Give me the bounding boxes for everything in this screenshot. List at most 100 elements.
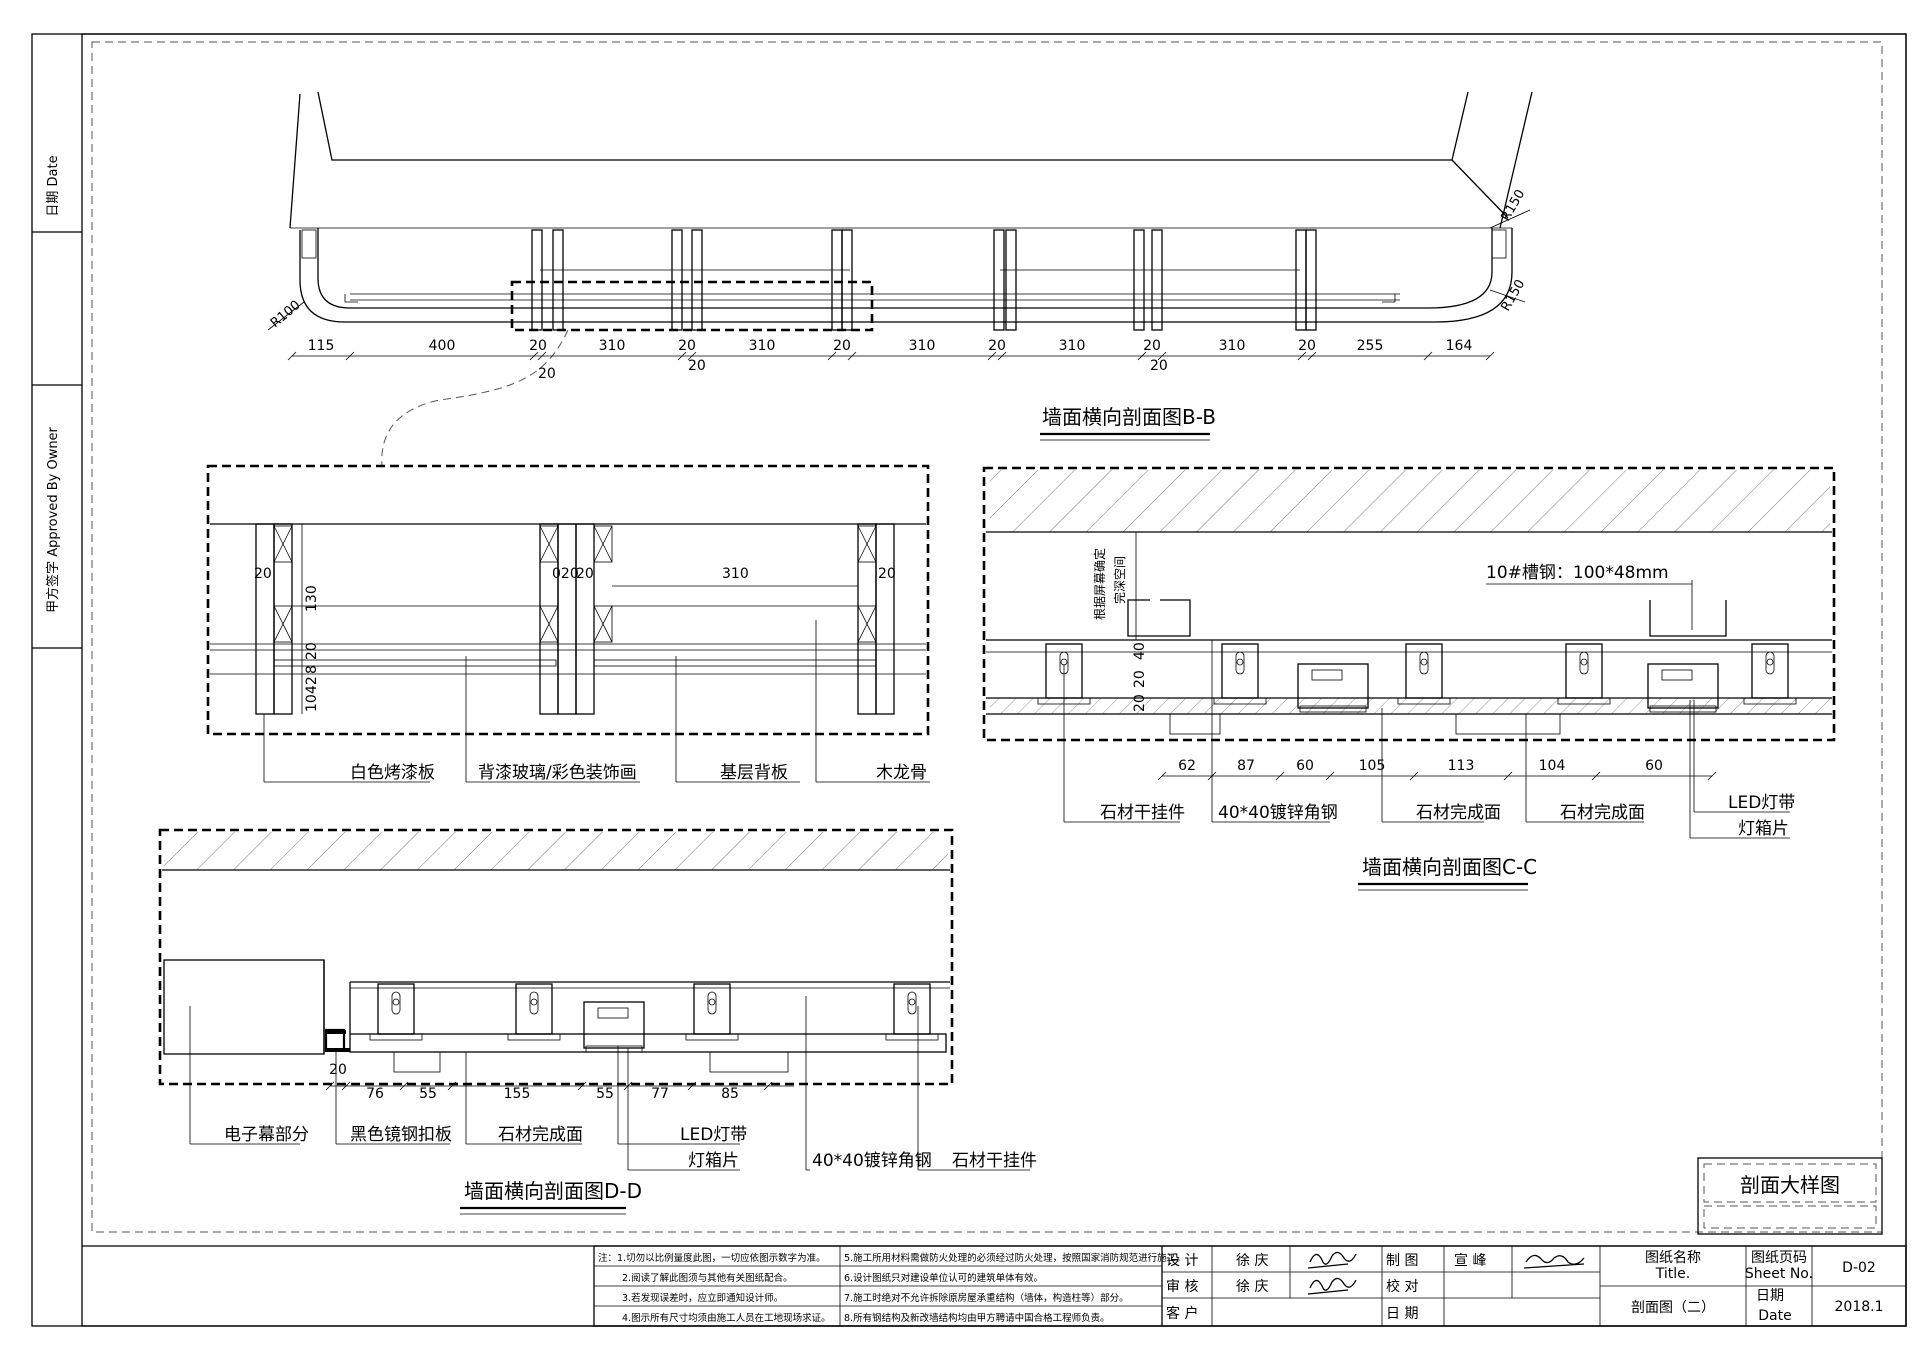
cc-dim: 87	[1237, 758, 1255, 774]
dd-dim: 85	[721, 1086, 739, 1102]
cc-label-led: LED灯带	[1728, 793, 1795, 813]
tb-sheet-cn: 图纸页码	[1751, 1250, 1807, 1266]
dt-dim-020: 020	[552, 566, 579, 582]
cc-dim: 62	[1178, 758, 1196, 774]
dd-label-hanger: 石材干挂件	[952, 1151, 1037, 1171]
dd-tick	[577, 1081, 587, 1091]
dt-dim-10: 10	[304, 694, 320, 712]
title-block: 注：1.切勿以比例量度此图，一切应依图示数字为准。 2.阅读了解此图须与其他有关…	[82, 1245, 1907, 1327]
bb-dim: 20	[529, 338, 547, 354]
dd-label-mirror: 黑色镜钢扣板	[350, 1125, 452, 1145]
cc-tick	[1275, 771, 1285, 781]
dd-tick	[763, 1081, 773, 1091]
dd-label-screen: 电子幕部分	[224, 1125, 309, 1145]
dt-dim-130: 130	[304, 585, 320, 612]
bb-tick	[1307, 351, 1317, 361]
dt-dim-20a: 20	[254, 566, 272, 582]
detail-bb: 20 020 20 310 20 130 20 8 42 10 白色烤漆板 背漆…	[206, 464, 930, 783]
tb-client-label: 客 户	[1166, 1305, 1198, 1322]
dd-dim: 55	[419, 1086, 437, 1102]
cc-dim-20b: 20	[1132, 694, 1148, 712]
label-wood-keel: 木龙骨	[876, 763, 927, 783]
stone-hanger	[1213, 643, 1267, 705]
bb-dim: 310	[599, 338, 626, 354]
bb-dim: 310	[1219, 338, 1246, 354]
dt-dim-42: 42	[304, 676, 320, 694]
dd-dim: 76	[366, 1086, 384, 1102]
dd-title: 墙面横向剖面图D-D	[464, 1179, 642, 1203]
label-base-board: 基层背板	[720, 763, 788, 783]
tb-date2-cn: 日期	[1756, 1288, 1784, 1304]
note-7: 7.施工时绝对不允许拆除原房屋承重结构（墙体，构造柱等）部分。	[844, 1292, 1129, 1304]
cc-label-hanger: 石材干挂件	[1100, 803, 1185, 823]
cc-tick	[1503, 771, 1513, 781]
dd-tick	[399, 1081, 409, 1091]
cc-dim: 60	[1296, 758, 1314, 774]
bb-tick	[987, 351, 997, 361]
tb-date-label: 日 期	[1386, 1306, 1418, 1322]
bb-tick	[287, 351, 297, 361]
dd-dim: 55	[596, 1086, 614, 1102]
note-5: 5.施工所用材料需做防火处理的必须经过防火处理，按照国家消防规范进行施工。	[844, 1252, 1186, 1264]
bb-dim: 115	[308, 338, 335, 354]
stone-hanger	[1557, 643, 1611, 705]
bb-tick	[1137, 351, 1147, 361]
dd-tick	[341, 1081, 351, 1091]
cc-vertical-note-2: 完深空间	[1112, 556, 1127, 604]
dt-dim-20b: 20	[576, 566, 594, 582]
dt-dim-20c: 20	[878, 566, 896, 582]
bb-tick	[997, 351, 1007, 361]
signature-review	[1307, 1277, 1357, 1295]
tb-review-name: 徐 庆	[1236, 1279, 1268, 1295]
bb-dim-lower-2: 20	[688, 358, 706, 374]
label-white-panel: 白色烤漆板	[350, 763, 435, 783]
stamp-text: 剖面大样图	[1740, 1173, 1840, 1197]
cc-channel-note: 10#槽钢：100*48mm	[1486, 563, 1669, 583]
tb-sheet-value: D-02	[1842, 1260, 1876, 1276]
tb-title-en: Title.	[1655, 1266, 1690, 1282]
bb-tick	[847, 351, 857, 361]
tb-check-label: 校 对	[1386, 1278, 1418, 1295]
bb-radius-left: R100	[268, 298, 304, 331]
bb-tick	[1485, 351, 1495, 361]
dd-tick	[325, 1081, 335, 1091]
note-6: 6.设计图纸只对建设单位认可的建筑单体有效。	[844, 1272, 1043, 1284]
dd-label-stone: 石材完成面	[498, 1125, 583, 1145]
dd-dim: 20	[329, 1062, 347, 1078]
bb-dim: 20	[833, 338, 851, 354]
tb-date-value: 2018.1	[1835, 1299, 1884, 1315]
dd-tick	[447, 1081, 457, 1091]
note-8: 8.所有钢结构及新改墙结构均由甲方聘请中国合格工程师负责。	[844, 1312, 1110, 1324]
bb-radius-rb: R150	[1498, 277, 1528, 314]
tb-design-label: 设 计	[1166, 1253, 1198, 1269]
signature-design	[1307, 1251, 1357, 1269]
dd-label-lightbox: 灯箱片	[688, 1151, 739, 1171]
bb-dim: 310	[1059, 338, 1086, 354]
note-2: 2.阅读了解此图须与其他有关图纸配合。	[622, 1272, 793, 1284]
note-4: 4.图示所有尺寸均须由施工人员在工地现场求证。	[622, 1312, 831, 1324]
tb-sheet-en: Sheet No.	[1745, 1266, 1813, 1282]
bb-dim: 20	[678, 338, 696, 354]
cc-dim: 105	[1359, 758, 1386, 774]
cc-dim-40: 40	[1132, 642, 1148, 660]
bb-detail-box	[510, 280, 874, 332]
cc-tick	[1325, 771, 1335, 781]
cc-label-face2: 石材完成面	[1560, 803, 1645, 823]
bb-dim: 20	[1298, 338, 1316, 354]
tb-draw-name: 宣 峰	[1454, 1253, 1486, 1269]
bb-dim: 20	[1143, 338, 1161, 354]
bb-tick	[827, 351, 837, 361]
bb-dim: 20	[988, 338, 1006, 354]
bb-tick	[345, 351, 355, 361]
cc-tick	[1707, 771, 1717, 781]
dd-dim: 77	[651, 1086, 669, 1102]
left-margin: 日期 Date 甲方签字 Approved By Owner	[32, 155, 82, 649]
margin-approved: 甲方签字 Approved By Owner	[45, 426, 61, 612]
bb-dim-lower-3: 20	[1150, 358, 1168, 374]
bb-dim: 400	[429, 338, 456, 354]
tb-date2-en: Date	[1758, 1308, 1791, 1324]
stone-hanger	[1397, 643, 1451, 705]
bb-dim: 164	[1446, 338, 1473, 354]
